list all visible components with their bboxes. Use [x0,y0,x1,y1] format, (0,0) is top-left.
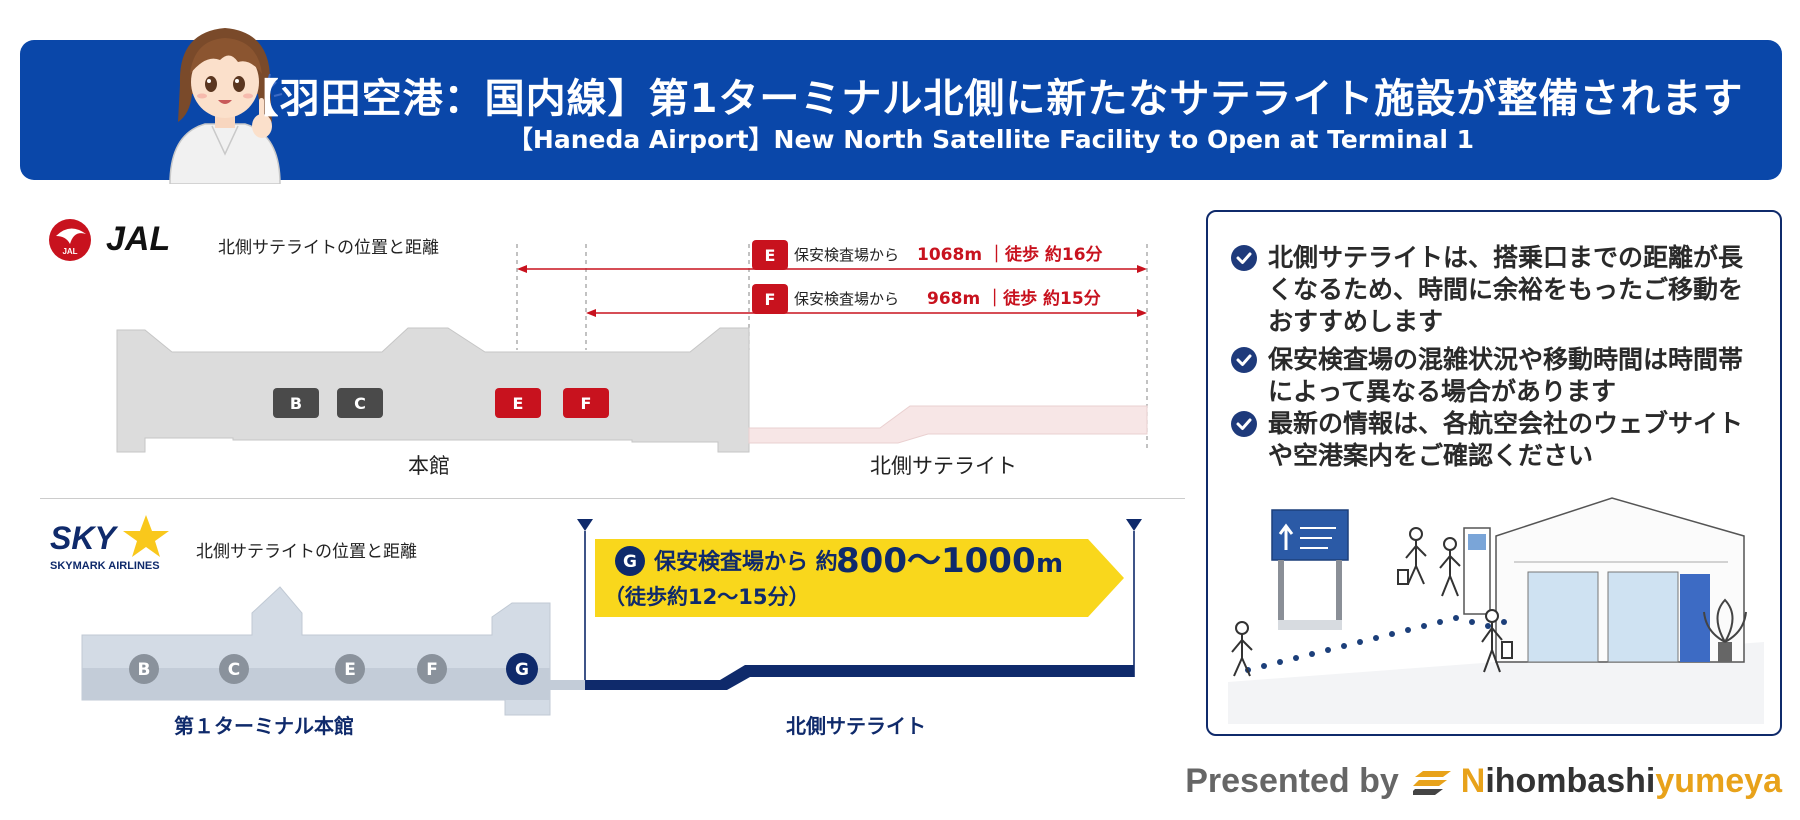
skymark-gate-c: C [219,654,249,684]
jal-main-building-label: 本館 [408,454,450,478]
section-divider [40,498,1185,499]
note-item-1: 北側サテライトは、搭乗口までの距離が長くなるため、時間に余裕をもったご移動をおす… [1230,242,1760,338]
skymark-north-satellite-shape [585,665,1134,690]
jal-map-diagram: JAL JAL E 保安検査場から 1068m ｜徒歩 約16分 F 保安検査場… [49,219,1148,453]
route-e-distance-text: 1068m ｜徒歩 約16分 [917,244,1103,265]
jal-logo-small-text: JAL [62,247,77,256]
note-item-3: 最新の情報は、各航空会社のウェブサイトや空港案内をご確認ください [1230,408,1760,472]
walking-path-dots [1245,615,1507,673]
skymark-wordmark: SKY [50,520,118,556]
jal-gate-e-label: E [513,394,524,413]
info-notes-card: 北側サテライトは、搭乗口までの距離が長くなるため、時間に余裕をもったご移動をおす… [1206,210,1782,736]
jal-gate-b [273,388,319,418]
satellite-end-marker-icon [1126,519,1142,531]
header-title-english: 【Haneda Airport】New North Satellite Faci… [507,125,1475,154]
skymark-concourse-band [82,668,550,700]
skymark-gate-b-label: B [138,660,151,680]
jal-gate-b-label: B [290,394,302,413]
nihombashiyumeya-logo-icon [1412,771,1451,795]
header-banner: 【羽田空港：国内線】第1ターミナル北側に新たなサテライト施設が整備されます 【H… [20,28,1782,184]
check-circle-icon [1231,411,1257,437]
route-e-from-text: 保安検査場から [794,246,899,264]
route-gate-badge-e-label: E [765,246,776,265]
note-text-3: 最新の情報は、各航空会社のウェブサイトや空港案内をご確認ください [1268,409,1744,470]
skymark-gate-b: B [129,654,159,684]
callout-from-text: 保安検査場から 約 [653,549,838,575]
header-title-japanese: 【羽田空港：国内線】第1ターミナル北側に新たなサテライト施設が整備されます [238,76,1744,122]
route-f-distance-text: 968m ｜徒歩 約15分 [927,288,1101,309]
callout-gate-g-badge [615,546,645,576]
mascot-girl-illustration [169,28,283,184]
callout-distance-unit: m [1036,549,1063,579]
skymark-gate-c-label: C [228,660,240,680]
skymark-map-diagram: SKY SKYMARK AIRLINES G 保安検査場から 約 800～100… [50,515,1142,716]
note-item-2: 保安検査場の混雑状況や移動時間は時間帯によって異なる場合があります [1230,344,1760,408]
skymark-star-icon [123,515,169,557]
jal-north-satellite-shape [748,405,1148,444]
skymark-gate-g: G [506,653,538,685]
route-arrow-e [517,265,1147,273]
jal-main-terminal-shape [116,327,750,453]
jal-crane-logo-icon: JAL [49,219,91,261]
brand-text-yumeya: yumeya [1655,761,1782,800]
note-text-1: 北側サテライトは、搭乗口までの距離が長くなるため、時間に余裕をもったご移動をおす… [1268,243,1744,336]
jal-wordmark: JAL [106,220,170,258]
skymark-caption: 北側サテライトの位置と距離 [196,542,417,562]
skymark-satellite-label: 北側サテライト [786,714,926,738]
jal-gate-e [495,388,541,418]
distance-callout-arrow [595,539,1124,617]
route-gate-badge-f-label: F [765,290,776,309]
presented-by-text: Presented by [1185,761,1399,800]
skymark-gate-e-label: E [344,660,356,680]
walking-passengers-illustration [1228,497,1764,724]
route-arrow-f [586,309,1147,317]
skymark-main-building-label: 第１ターミナル本館 [174,714,354,738]
route-gate-badge-f [752,284,788,314]
route-f-from-text: 保安検査場から [794,290,899,308]
check-circle-icon [1231,347,1257,373]
jal-satellite-label: 北側サテライト [870,454,1017,478]
check-circle-icon [1231,245,1257,271]
route-gate-badge-e [752,240,788,270]
brand-letter-n: N [1460,761,1486,800]
skymark-gate-f: F [417,654,447,684]
callout-distance-value: 800～1000 [836,541,1036,581]
jal-gate-c [337,388,383,418]
skymark-gate-g-label: G [515,660,529,680]
jal-gate-c-label: C [354,394,366,413]
callout-gate-g-label: G [623,552,637,572]
note-text-2: 保安検査場の混雑状況や移動時間は時間帯によって異なる場合があります [1268,345,1744,406]
skymark-subtitle: SKYMARK AIRLINES [50,560,160,572]
jal-caption: 北側サテライトの位置と距離 [218,238,439,258]
jal-gate-f-label: F [581,394,592,413]
skymark-gate-e: E [335,654,365,684]
callout-walk-time: （徒歩約12～15分） [604,585,809,609]
jal-gate-f [563,388,609,418]
brand-text-ihombashi: ihombashi [1485,761,1656,800]
skymark-gate-f-label: F [426,660,438,680]
satellite-start-marker-icon [577,519,593,531]
